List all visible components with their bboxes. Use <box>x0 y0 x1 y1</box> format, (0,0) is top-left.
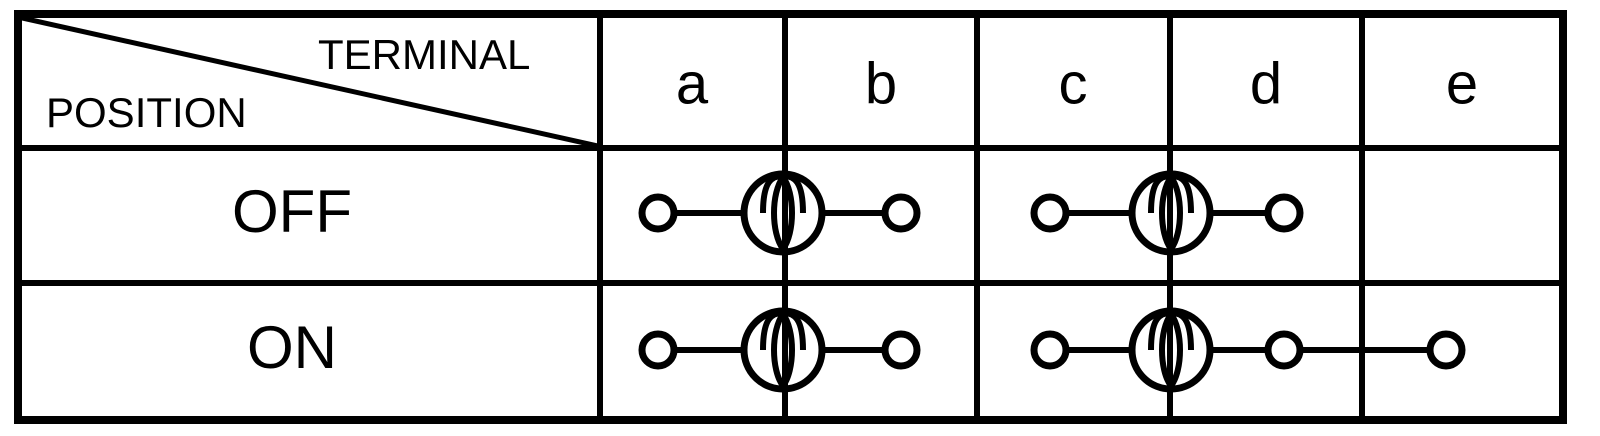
column-header-e: e <box>1446 51 1478 116</box>
off-row-symbols <box>638 170 1304 256</box>
on-cd-lamp-filament-right-arc <box>1171 310 1194 351</box>
row-label-on: ON <box>247 314 337 381</box>
column-header-d: d <box>1250 51 1282 116</box>
on-row-lamp-group-cde <box>1030 307 1466 393</box>
corner-label-terminal: TERMINAL <box>318 31 530 78</box>
column-header-c: c <box>1059 51 1088 116</box>
table-outer-border <box>14 10 1567 424</box>
off-cd-terminal-circle-c <box>1030 193 1070 233</box>
grid-overlay-lines <box>782 145 1365 423</box>
off-ab-terminal-circle-a <box>638 193 678 233</box>
on-cd-terminal-circle-c <box>1030 330 1070 370</box>
on-cd-terminal-circle-d <box>1264 330 1304 370</box>
column-header-a: a <box>676 51 709 116</box>
off-cd-lamp-filament-right-arc <box>1171 173 1194 214</box>
on-terminal-circle-e <box>1426 330 1466 370</box>
on-row-lamp-group-ab <box>638 307 921 393</box>
off-row-lamp-group-ab <box>638 170 921 256</box>
off-row-lamp-group-cd <box>1030 170 1304 256</box>
off-ab-lamp-filament-left-arc <box>760 173 783 214</box>
on-ab-terminal-circle-b <box>881 330 921 370</box>
corner-label-position: POSITION <box>46 89 247 136</box>
column-header-b: b <box>865 51 897 116</box>
on-row-symbols <box>638 307 1466 393</box>
off-ab-terminal-circle-b <box>881 193 921 233</box>
off-cd-terminal-circle-d <box>1264 193 1304 233</box>
corner-diagonal-divider <box>19 15 601 149</box>
on-ab-lamp-filament-left-arc <box>760 310 783 351</box>
on-ab-terminal-circle-a <box>638 330 678 370</box>
row-label-off: OFF <box>232 178 352 245</box>
